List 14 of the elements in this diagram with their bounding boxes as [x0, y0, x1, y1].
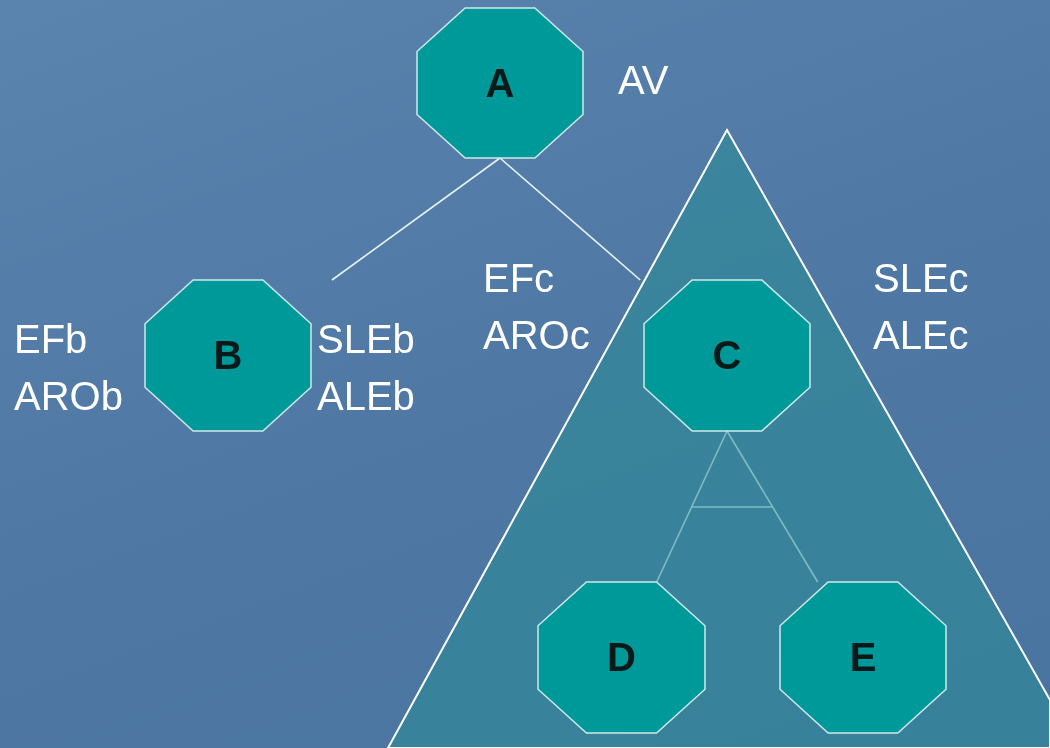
side-label: AV — [618, 57, 669, 104]
node-label: D — [607, 635, 636, 680]
side-label: EFb AROb — [14, 316, 123, 420]
node-label: A — [485, 60, 515, 106]
connector-line — [499, 157, 641, 281]
node-label: B — [213, 333, 243, 378]
side-label: EFc AROc — [483, 255, 590, 359]
connector-line — [331, 157, 501, 281]
side-label: SLEc ALEc — [873, 255, 969, 359]
side-label: SLEb ALEb — [317, 316, 415, 420]
node-label: E — [849, 635, 877, 680]
connector-line — [726, 430, 819, 583]
node-label: C — [712, 333, 742, 378]
connector-line — [655, 430, 728, 583]
